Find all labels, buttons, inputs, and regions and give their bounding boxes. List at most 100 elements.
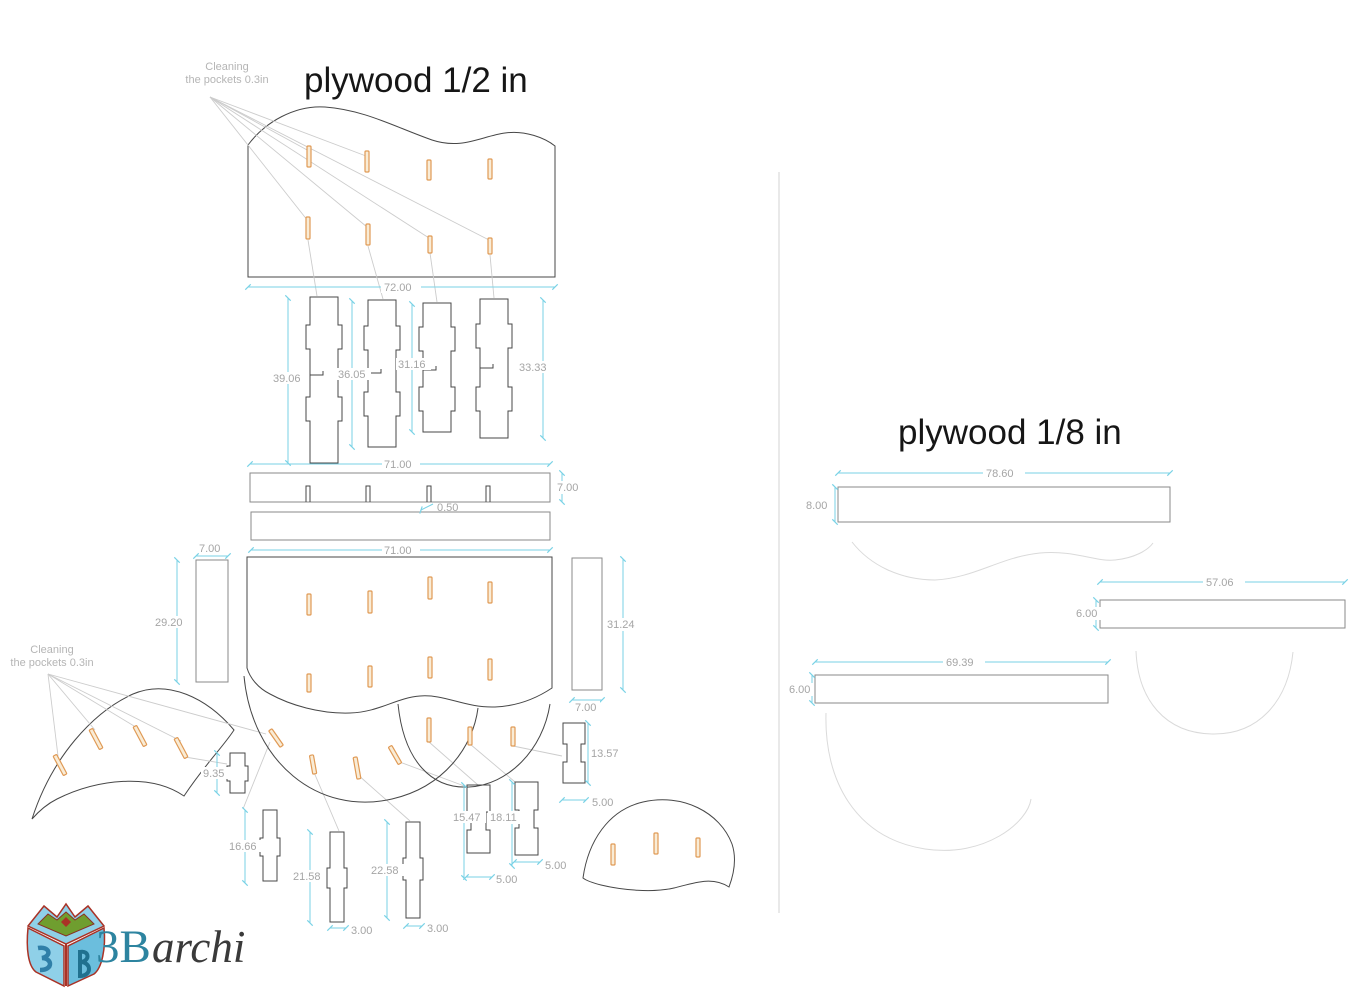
sheet-right-title: plywood 1/8 in bbox=[898, 413, 1122, 452]
dim-rail2-width: 71.00 bbox=[384, 545, 412, 557]
logo-cube-b-glyph bbox=[78, 949, 91, 978]
cleaning-note-bottom: Cleaning the pockets 0.3in bbox=[10, 644, 93, 669]
dim-side-left-height: 29.20 bbox=[155, 617, 183, 629]
cleaning-note-line1: Cleaning bbox=[205, 61, 248, 73]
sheet-plywood-half-inch: plywood 1/2 in Cleaning the pockets 0.3i… bbox=[10, 61, 735, 937]
leader-line bbox=[428, 741, 479, 786]
dim-slat-2: 36.05 bbox=[338, 369, 366, 381]
slat-piece-4 bbox=[475, 298, 513, 439]
dim-label-bg bbox=[381, 281, 421, 293]
plug-c bbox=[326, 831, 348, 923]
dim-label-bg bbox=[803, 499, 833, 512]
leader-line bbox=[209, 96, 367, 157]
dim-plug-e-width: 5.00 bbox=[496, 874, 517, 886]
plug-a bbox=[226, 752, 249, 794]
pocket-slot bbox=[367, 590, 373, 614]
pocket-slot bbox=[487, 237, 493, 255]
dim-plug-d-width: 3.00 bbox=[427, 923, 448, 935]
plug-b bbox=[259, 809, 281, 882]
wave-curve-offcut bbox=[851, 541, 1154, 581]
main-panel-piece bbox=[246, 556, 553, 714]
slat-piece-3 bbox=[418, 302, 456, 433]
dim-label-bg bbox=[336, 368, 371, 380]
crescent-piece bbox=[31, 688, 235, 820]
pocket-slots-top-panel bbox=[305, 145, 493, 255]
pocket-slot bbox=[365, 223, 371, 246]
dim-label-bg bbox=[227, 840, 262, 852]
leader-line bbox=[209, 96, 490, 241]
pocket-slot bbox=[427, 235, 433, 254]
bowl-arc-left bbox=[243, 675, 479, 803]
leader-line bbox=[396, 760, 468, 788]
dim-side-right-height: 31.24 bbox=[607, 619, 635, 631]
dimensions-right-sheet: 78.60 8.00 57.06 6.00 69.39 6.00 bbox=[786, 467, 1349, 707]
dim-plug-c-width: 3.00 bbox=[351, 925, 372, 937]
rail-slit bbox=[365, 485, 371, 502]
pocket-slot bbox=[426, 159, 432, 181]
dim-slat-1: 39.06 bbox=[273, 373, 301, 385]
pocket-slot bbox=[52, 754, 68, 776]
dim-slat-3: 31.16 bbox=[398, 359, 426, 371]
dim-label-bg bbox=[451, 811, 486, 823]
pocket-slots-curved-pieces bbox=[52, 717, 516, 780]
dim-plug-f: 18.11 bbox=[490, 812, 517, 824]
pocket-slot bbox=[487, 158, 493, 180]
leader-line bbox=[209, 96, 310, 152]
pocket-slot bbox=[306, 145, 312, 168]
dim-leader bbox=[419, 503, 434, 514]
dim-label-bg bbox=[943, 656, 985, 668]
slat-slot-4 bbox=[480, 364, 494, 369]
leader-line bbox=[356, 773, 411, 822]
dim-label-bg bbox=[153, 616, 188, 628]
leader-lines-bottom bbox=[47, 673, 563, 832]
dim-rail-height: 7.00 bbox=[557, 482, 578, 494]
bowl-arc-right bbox=[397, 703, 551, 788]
dim-label-bg bbox=[488, 811, 523, 824]
logo: 3B archi bbox=[26, 902, 245, 988]
dim-label-bg bbox=[369, 864, 404, 876]
leader-line bbox=[209, 96, 309, 222]
leader-line bbox=[489, 254, 495, 299]
pocket-slot bbox=[388, 745, 402, 765]
thin-strip-1 bbox=[837, 486, 1171, 523]
pocket-slot bbox=[610, 843, 616, 866]
dim-label-bg bbox=[554, 481, 583, 494]
dim-plug-f-width: 5.00 bbox=[545, 860, 566, 872]
pocket-slot bbox=[132, 725, 148, 747]
dimensions-left-sheet: 72.00 39.06 36.05 31.16 33.33 71.00 7.00… bbox=[153, 281, 640, 937]
leader-line bbox=[242, 741, 271, 810]
pocket-slot bbox=[173, 737, 189, 759]
dim-side-left-width: 7.00 bbox=[199, 543, 220, 555]
leader-line bbox=[367, 245, 384, 300]
leader-line bbox=[512, 745, 563, 757]
dim-label-bg bbox=[382, 458, 420, 470]
pocket-slot bbox=[367, 665, 373, 688]
dome-piece bbox=[582, 799, 735, 892]
thin-strip-3 bbox=[814, 674, 1109, 704]
dim-side-right-width: 7.00 bbox=[575, 702, 596, 714]
pocket-slot bbox=[427, 576, 433, 600]
dim-label-bg bbox=[983, 467, 1025, 479]
dim-label-bg bbox=[572, 701, 600, 713]
dim-strip1-height: 8.00 bbox=[806, 500, 827, 512]
rail-plain bbox=[250, 511, 551, 541]
dim-plug-g-width: 5.00 bbox=[592, 797, 613, 809]
dim-label-bg bbox=[517, 361, 552, 373]
dim-plug-a: 9.35 bbox=[203, 768, 224, 780]
pocket-slot bbox=[653, 832, 659, 855]
pocket-slot bbox=[426, 717, 432, 743]
plug-g bbox=[562, 722, 586, 784]
leader-line bbox=[47, 673, 140, 730]
leader-line bbox=[47, 673, 182, 742]
cleaning-note-line2: the pockets 0.3in bbox=[185, 74, 268, 86]
dim-strip2-height: 6.00 bbox=[1076, 608, 1097, 620]
dim-label-bg bbox=[396, 358, 431, 370]
logo-brand-text: 3B bbox=[96, 921, 151, 973]
pocket-slot bbox=[306, 593, 312, 616]
pocket-slot bbox=[88, 728, 104, 750]
pocket-slot bbox=[487, 581, 493, 604]
slat-slot-1 bbox=[310, 371, 324, 376]
large-arc-offcut bbox=[825, 712, 1032, 851]
